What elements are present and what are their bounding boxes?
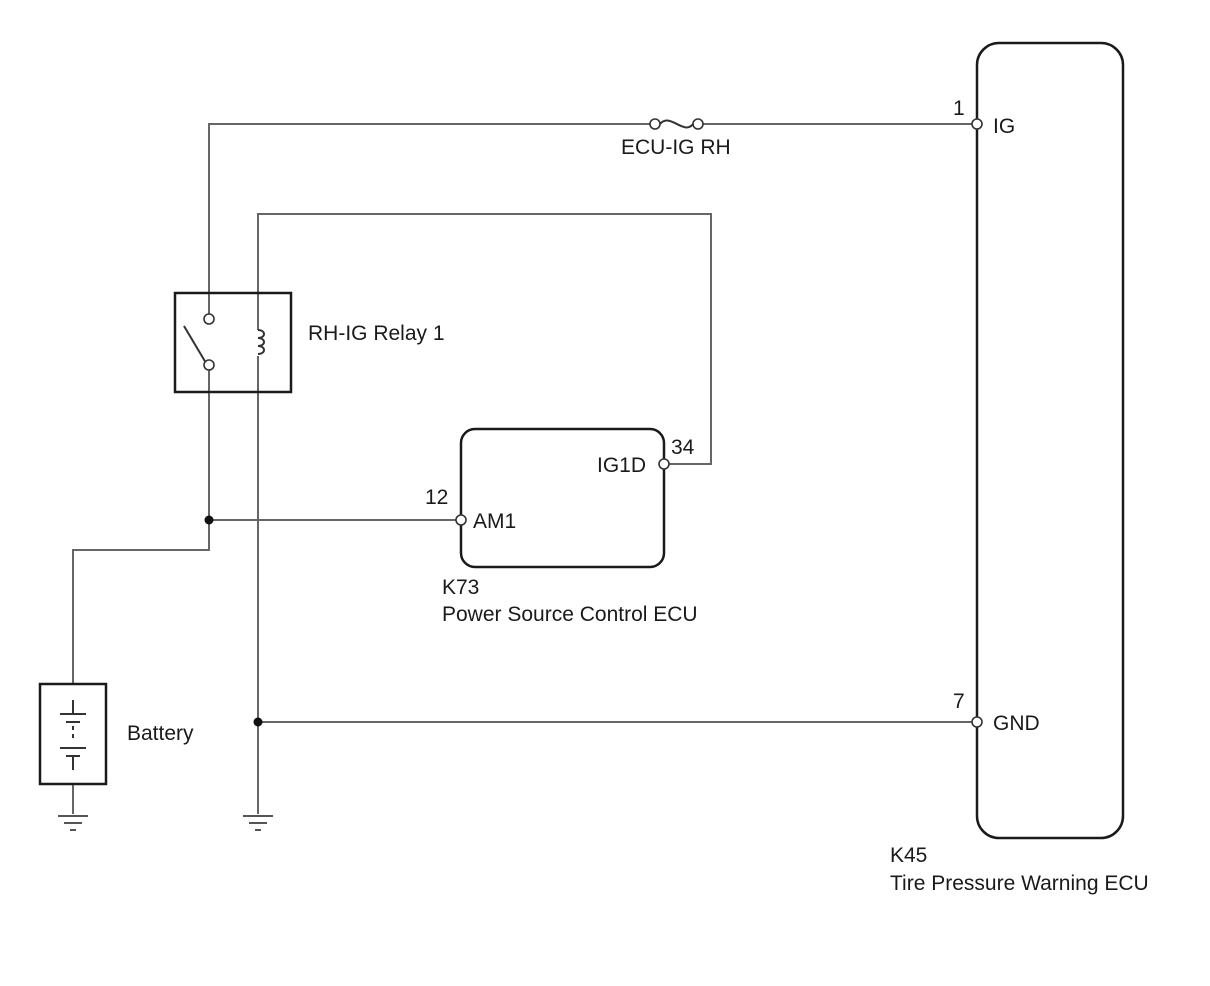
- ecu-k45: [971, 41, 1125, 840]
- fuse-terminal-right: [692, 118, 704, 130]
- relay-label: RH-IG Relay 1: [308, 322, 445, 345]
- relay-box: [173, 291, 293, 394]
- k73-pin-ig1d-terminal: [658, 458, 670, 470]
- battery: [38, 682, 108, 786]
- k45-pin-gnd-signal: GND: [993, 712, 1040, 735]
- fuse-label: ECU-IG RH: [621, 136, 731, 159]
- fuse-element: [659, 119, 694, 129]
- wire-coil-to-k73-ig1d: [257, 213, 712, 465]
- k73-pin-ig1d-signal: IG1D: [597, 454, 646, 477]
- relay-contact-bottom: [203, 359, 215, 371]
- k45-name: Tire Pressure Warning ECU: [890, 872, 1149, 895]
- relay-switch-blade: [183, 325, 207, 364]
- k73-pin-am1-signal: AM1: [473, 510, 516, 533]
- relay-rh-ig-1: [173, 291, 293, 394]
- k45-pin-ig-number: 1: [953, 97, 965, 120]
- k45-pin-gnd-terminal: [971, 716, 983, 728]
- fuse-terminal-left: [649, 118, 661, 130]
- k73-pin-am1-number: 12: [425, 486, 448, 509]
- junction-dot-ground: [253, 717, 263, 727]
- battery-box: [38, 682, 108, 786]
- wire-relay-to-fuse: [208, 123, 650, 314]
- k73-box: [459, 427, 666, 569]
- k45-pin-gnd-number: 7: [953, 690, 965, 713]
- relay-contact-top: [203, 313, 215, 325]
- junction-dot-am1: [204, 515, 214, 525]
- ground-icon-battery: [58, 815, 88, 831]
- k45-code: K45: [890, 844, 927, 867]
- wire-relay-to-battery: [72, 370, 210, 684]
- k45-pin-ig-signal: IG: [993, 115, 1015, 138]
- k73-pin-ig1d-number: 34: [671, 436, 695, 459]
- fuse-ecu-ig-rh: [649, 118, 704, 130]
- k45-pin-ig-terminal: [971, 118, 983, 130]
- k73-code: K73: [442, 576, 479, 599]
- relay-coil-icon: [257, 329, 265, 355]
- ground-icon-relay: [243, 815, 273, 831]
- battery-label: Battery: [127, 722, 194, 745]
- k45-box: [975, 41, 1125, 840]
- k73-name: Power Source Control ECU: [442, 603, 698, 626]
- ecu-k73: [455, 427, 670, 569]
- k73-pin-am1-terminal: [455, 514, 467, 526]
